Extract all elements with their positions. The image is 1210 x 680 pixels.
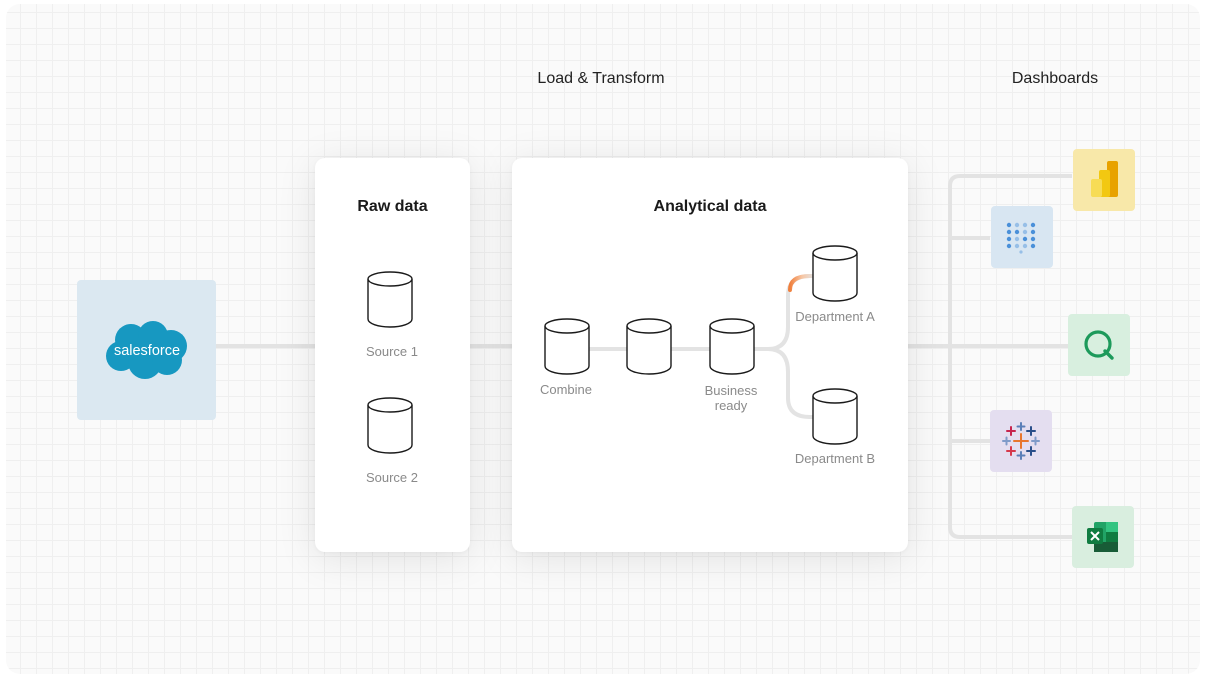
load-transform-heading: Load & Transform <box>537 70 665 87</box>
salesforce-logo-text: salesforce <box>113 343 179 359</box>
source-2-label: Source 2 <box>365 470 419 485</box>
source-1-database-icon <box>367 271 413 328</box>
business-ready-database-icon <box>709 318 755 375</box>
tableau-logo <box>1002 422 1040 460</box>
salesforce-tile[interactable]: salesforce <box>77 280 216 420</box>
department-a-database-icon <box>812 245 858 302</box>
qlik-logo <box>1084 330 1114 360</box>
raw-data-title: Raw data <box>357 198 428 215</box>
business-ready-label: Business ready <box>704 383 758 413</box>
power-bi-logo <box>1091 161 1118 197</box>
intermediate-database-icon <box>626 318 672 375</box>
combine-label: Combine <box>539 382 593 397</box>
salesforce-cloud-logo: salesforce <box>105 321 187 379</box>
power-bi-tile[interactable] <box>1073 149 1135 211</box>
tableau-tile[interactable] <box>990 410 1052 472</box>
source-2-database-icon <box>367 397 413 454</box>
excel-tile[interactable] <box>1072 506 1134 568</box>
metabase-tile[interactable] <box>991 206 1053 268</box>
department-b-database-icon <box>812 388 858 445</box>
excel-logo <box>1087 522 1118 552</box>
raw-data-card: Raw data <box>315 158 470 552</box>
metabase-logo <box>1006 222 1036 254</box>
link-analytical-to-dashboards <box>907 174 1072 539</box>
source-1-label: Source 1 <box>365 344 419 359</box>
combine-database-icon <box>544 318 590 375</box>
department-a-label: Department A <box>795 309 875 324</box>
qlik-tile[interactable] <box>1068 314 1130 376</box>
dashboards-heading: Dashboards <box>1011 70 1099 87</box>
analytical-data-title: Analytical data <box>653 198 767 215</box>
department-b-label: Department B <box>794 451 876 466</box>
